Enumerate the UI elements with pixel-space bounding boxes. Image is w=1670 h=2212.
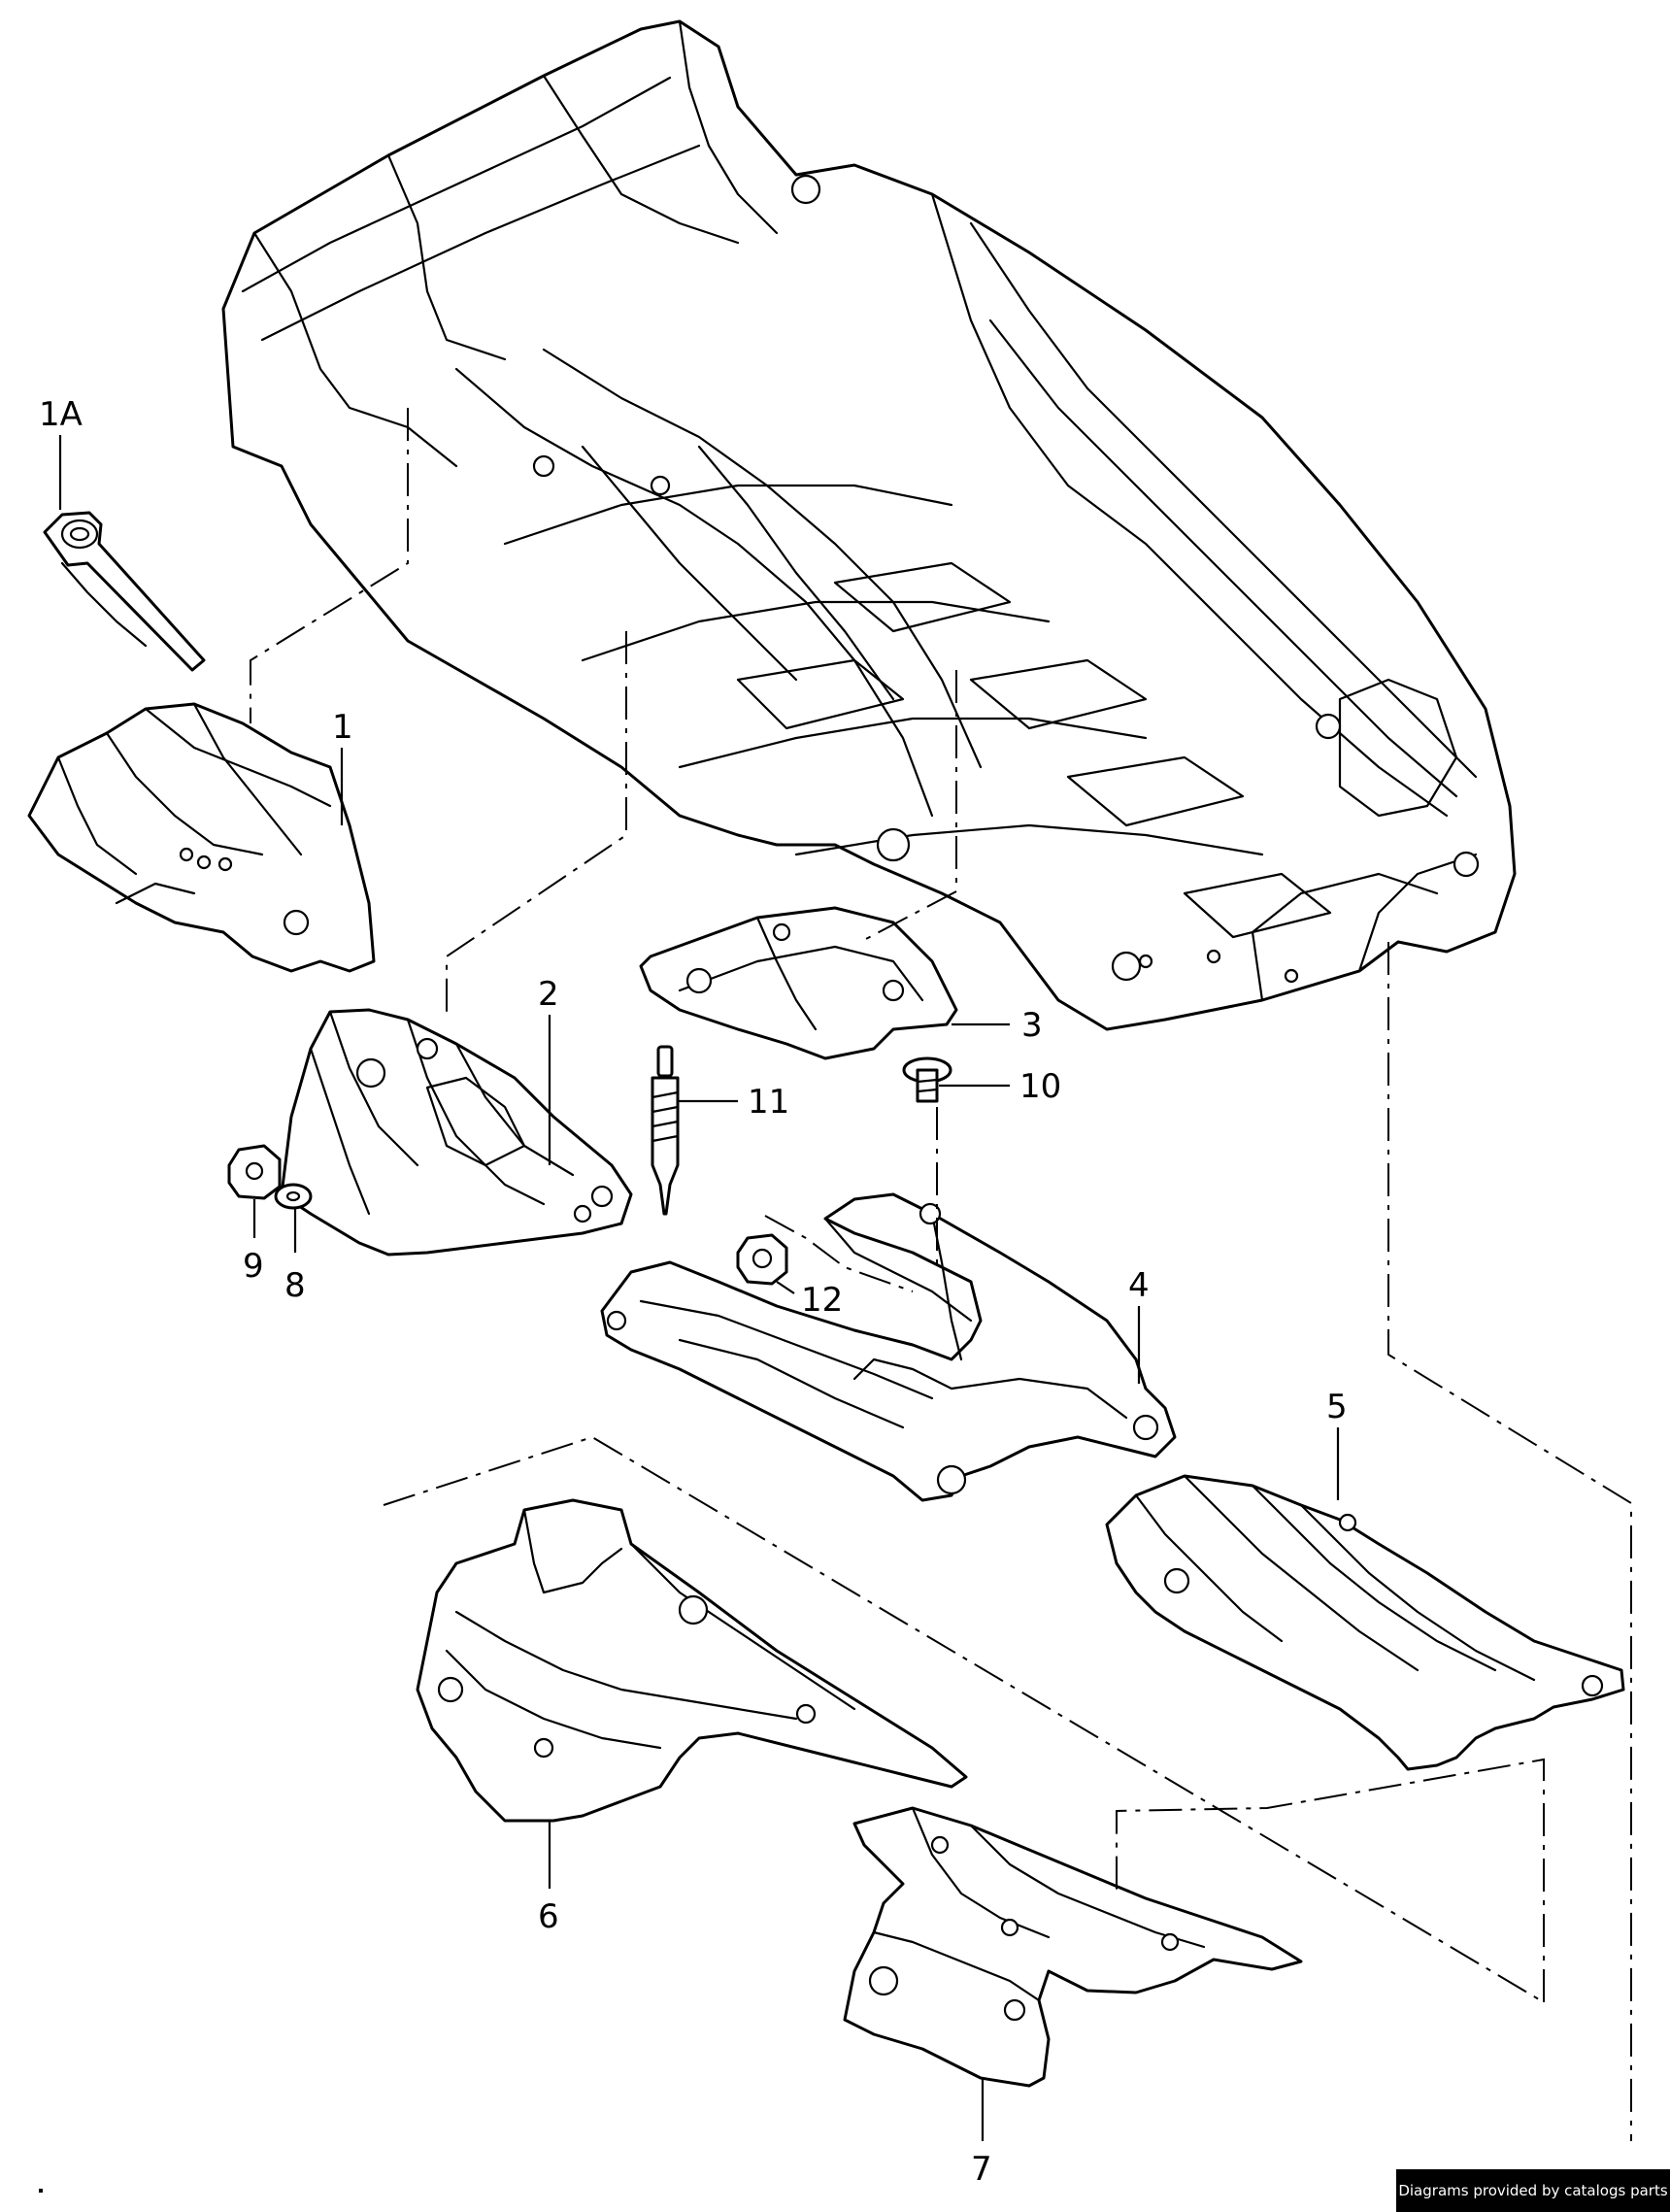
callout-5: 5: [1326, 1388, 1348, 1426]
part-3-plate: [639, 906, 958, 1060]
part-1-heat-shield: [27, 702, 376, 973]
callout-10: 10: [1019, 1067, 1061, 1106]
callout-11: 11: [748, 1083, 789, 1122]
part-4-crossmember: [600, 1192, 1177, 1502]
part-7-underbody-panel: [843, 1806, 1303, 2088]
diagram-credit: Diagrams provided by catalogs parts: [1396, 2169, 1670, 2212]
callout-4: 4: [1128, 1266, 1150, 1305]
part-1a-insulation-roll: [43, 511, 206, 672]
callout-1: 1: [332, 708, 353, 747]
part-10-bolt: [902, 1056, 952, 1103]
part-11-stud: [651, 1045, 680, 1216]
part-5-underbody-panel: [1105, 1474, 1625, 1771]
callout-6: 6: [538, 1897, 559, 1936]
callout-2: 2: [538, 975, 559, 1014]
callout-7: 7: [971, 2150, 992, 2189]
part-9-nut: [227, 1144, 282, 1200]
callout-12: 12: [801, 1281, 843, 1320]
car-underbody: [221, 19, 1517, 1031]
leader-lines: [58, 435, 1340, 2141]
callout-9: 9: [243, 1247, 264, 1286]
part-8-washer: [274, 1183, 313, 1210]
corner-mark: [39, 2189, 43, 2193]
part-12-nut: [736, 1233, 788, 1286]
callout-1a: 1A: [39, 395, 83, 434]
callout-labels: 1A 1 2 3 11 10 12 4 5 9 8 6 7: [39, 395, 1348, 2189]
callout-3: 3: [1021, 1006, 1043, 1045]
part-6-underbody-panel: [416, 1498, 968, 1823]
callout-8: 8: [284, 1266, 306, 1305]
assembly-lines: [250, 408, 1632, 2141]
part-2-heat-shield: [280, 1008, 633, 1257]
